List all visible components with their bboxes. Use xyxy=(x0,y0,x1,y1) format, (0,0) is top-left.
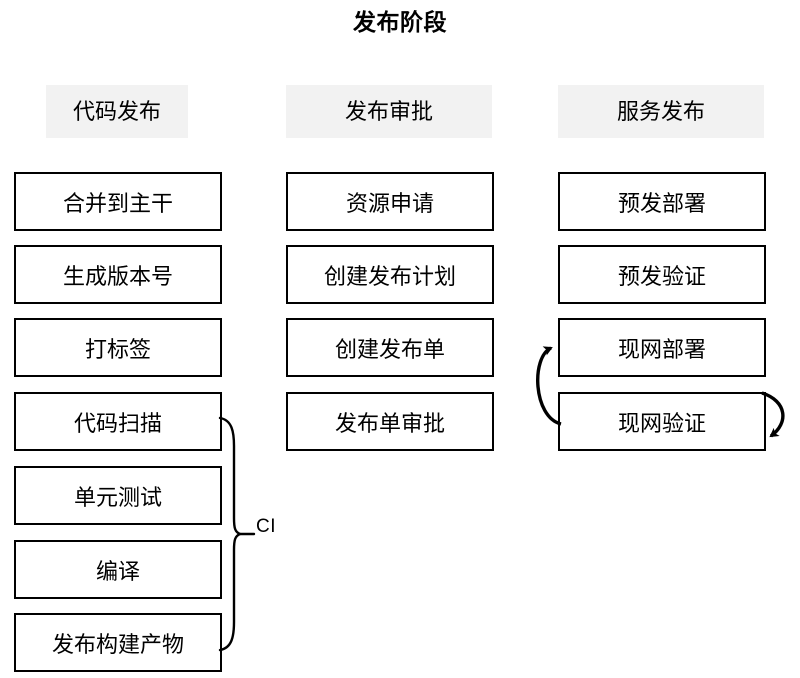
node-box[interactable]: 创建发布单 xyxy=(286,318,494,377)
node-box[interactable]: 生成版本号 xyxy=(14,245,222,304)
column-code-release: 代码发布 合并到主干 生成版本号 打标签 代码扫描 单元测试 编译 发布构建产物 xyxy=(14,0,222,678)
node-box[interactable]: 创建发布计划 xyxy=(286,245,494,304)
page-title: 发布阶段 xyxy=(353,9,447,35)
node-box[interactable]: 合并到主干 xyxy=(14,172,222,231)
ci-label: CI xyxy=(256,516,276,537)
column-release-approval: 发布审批 资源申请 创建发布计划 创建发布单 发布单审批 xyxy=(286,0,494,678)
node-box[interactable]: 打标签 xyxy=(14,318,222,377)
node-box[interactable]: 发布构建产物 xyxy=(14,613,222,672)
column-service-release: 服务发布 预发部署 预发验证 现网部署 现网验证 xyxy=(558,0,766,678)
node-box[interactable]: 预发验证 xyxy=(558,245,766,304)
node-box[interactable]: 现网验证 xyxy=(558,392,766,451)
column-header-code-release: 代码发布 xyxy=(46,85,188,138)
node-box[interactable]: 代码扫描 xyxy=(14,392,222,451)
ci-annotation-group: CI xyxy=(218,410,308,658)
ci-curly-brace-icon xyxy=(218,416,256,652)
column-header-release-approval: 发布审批 xyxy=(286,85,492,138)
node-box[interactable]: 发布单审批 xyxy=(286,392,494,451)
node-box[interactable]: 编译 xyxy=(14,540,222,599)
node-box[interactable]: 预发部署 xyxy=(558,172,766,231)
node-box[interactable]: 现网部署 xyxy=(558,318,766,377)
node-box[interactable]: 资源申请 xyxy=(286,172,494,231)
column-header-service-release: 服务发布 xyxy=(558,85,764,138)
node-box[interactable]: 单元测试 xyxy=(14,466,222,525)
